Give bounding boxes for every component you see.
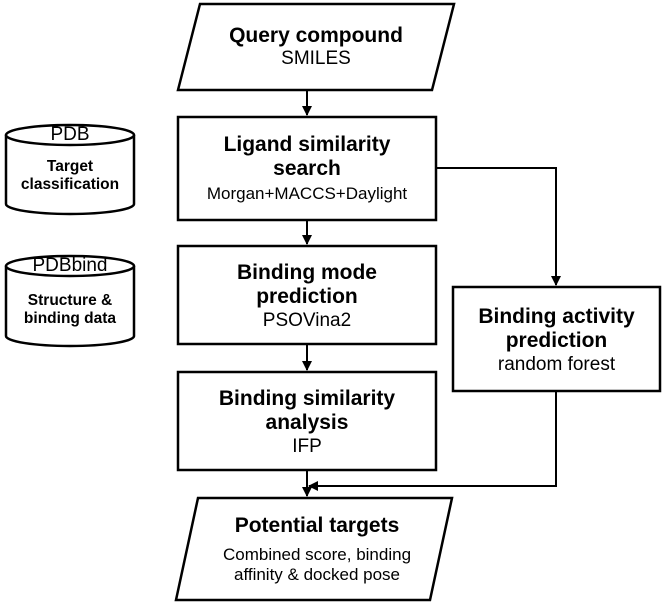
ligand-similarity-label: Ligand similarity search Morgan+MACCS+Da… xyxy=(180,133,434,204)
binding-similarity-label: Binding similarity analysis IFP xyxy=(180,387,434,458)
pdbbind-description: Structure & binding data xyxy=(6,292,134,328)
query-compound-label: Query compound SMILES xyxy=(196,24,436,70)
potential-targets-label: Potential targets Combined score, bindin… xyxy=(190,514,444,584)
pdbbind-description-line2: binding data xyxy=(23,309,117,327)
pdbbind-description-line1: Structure & xyxy=(27,292,113,309)
arrow-activity-to-targets xyxy=(308,391,557,491)
binding-activity-title-line1: Binding activity xyxy=(478,305,635,328)
binding-activity-title-line2: prediction xyxy=(505,329,608,353)
pdb-name: PDB xyxy=(50,124,90,145)
arrow-ligand-to-activity xyxy=(436,167,561,286)
binding-activity-method: random forest xyxy=(497,354,616,376)
binding-similarity-title-line2: analysis xyxy=(265,411,349,435)
binding-mode-label: Binding mode prediction PSOVina2 xyxy=(180,261,434,332)
binding-activity-label: Binding activity prediction random fores… xyxy=(455,305,658,376)
binding-mode-title-line2: prediction xyxy=(256,285,358,309)
binding-similarity-title-line1: Binding similarity xyxy=(218,387,396,410)
potential-targets-line1: Combined score, binding xyxy=(222,545,412,565)
pdbbind-database-icon xyxy=(4,254,136,348)
potential-targets-title: Potential targets xyxy=(234,514,400,537)
pdb-description: Target classification xyxy=(6,158,134,194)
binding-similarity-box xyxy=(176,370,438,472)
binding-mode-title-line1: Binding mode xyxy=(237,261,377,284)
pdb-description-line1: Target xyxy=(46,158,94,175)
binding-similarity-method: IFP xyxy=(292,436,322,458)
query-compound-subtitle: SMILES xyxy=(281,48,351,70)
pdb-database-icon xyxy=(4,123,136,216)
ligand-similarity-method: Morgan+MACCS+Daylight xyxy=(206,184,408,204)
pdbbind-name: PDBbind xyxy=(32,255,108,276)
query-compound-title: Query compound xyxy=(229,24,403,47)
potential-targets-shape xyxy=(174,496,454,602)
binding-activity-box xyxy=(451,285,662,393)
binding-mode-method: PSOVina2 xyxy=(262,310,352,332)
potential-targets-line2: affinity & docked pose xyxy=(233,564,400,584)
pdb-description-line2: classification xyxy=(20,175,120,193)
ligand-similarity-title-line2: search xyxy=(273,157,341,181)
query-compound-shape xyxy=(176,2,456,92)
ligand-similarity-title-line1: Ligand similarity xyxy=(223,133,391,156)
ligand-similarity-box xyxy=(176,115,438,222)
